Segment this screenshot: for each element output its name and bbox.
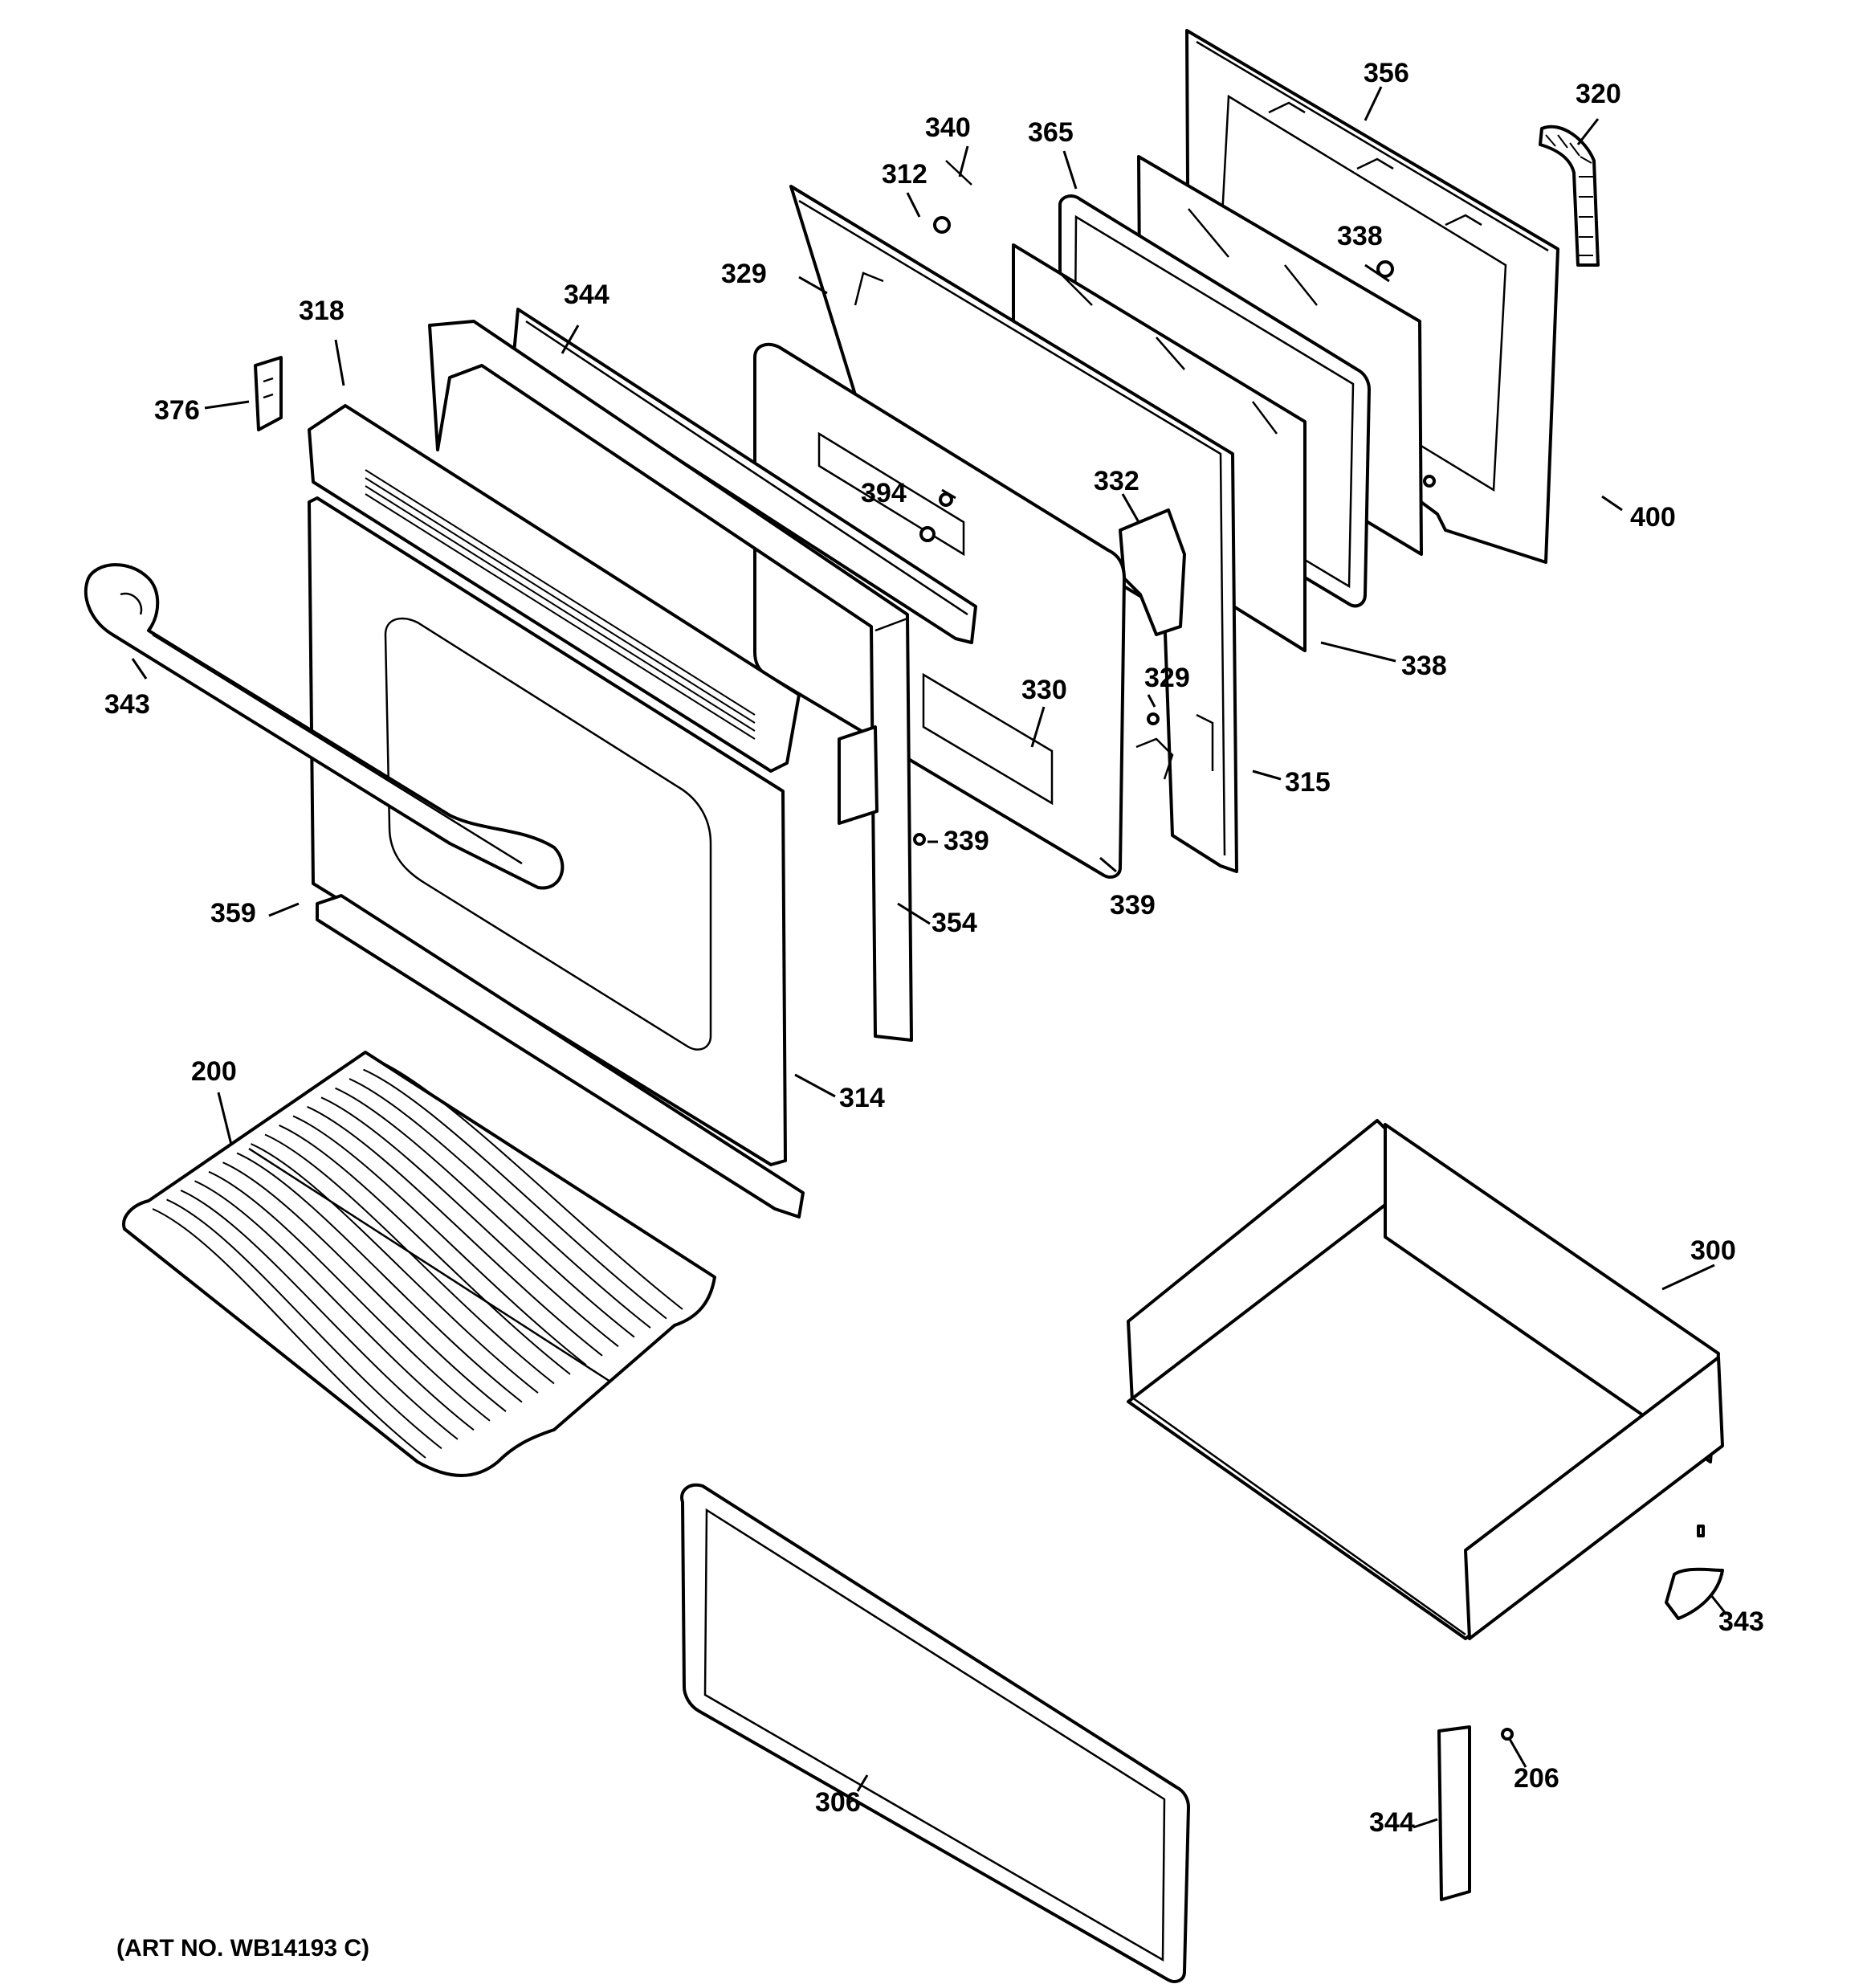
door-top-trim-drawing [308,404,801,773]
part-label-356: 338 [1337,221,1383,251]
drawer-glide-drawing [1665,1525,1724,1620]
part-label-394: 354 [932,908,977,938]
part-label-441: 376 [154,395,200,426]
part-label-376: 344 [564,280,609,310]
latch-keeper-drawing [254,356,283,431]
part-label-300: 300 [1690,1235,1736,1266]
part-label-343: 343 [1718,1606,1764,1637]
door-handle-drawing [84,563,565,890]
part-label-312: 312 [882,159,927,190]
part-label-400: 365 [1028,117,1074,148]
drawer-body-drawing [1127,1119,1724,1640]
door-frame-drawing [428,320,913,1042]
part-label-721: 400 [1630,502,1676,533]
part-label-359: 359 [210,898,256,929]
oven-rack-drawing [122,1051,716,1477]
art-number: (ART NO. WB14193 C) [116,1935,369,1961]
part-label-338: 338 [1401,651,1447,681]
top-channel-drawing [512,308,977,644]
part-label-344: 344 [1369,1807,1415,1838]
door-gasket-drawing [1539,125,1600,267]
part-label-206: 206 [1514,1763,1559,1794]
leader-lines [131,86,1728,1829]
part-label-329: 329 [1144,663,1190,693]
insulation-drawing [1119,508,1186,636]
part-label-317: 318 [299,296,344,326]
part-label-461: 394 [861,478,907,508]
part-label-306: 306 [815,1787,861,1818]
part-label-315: 315 [1285,767,1331,798]
part-label-320: 329 [721,259,767,289]
part-label-314: 314 [839,1083,885,1113]
part-label-330: 330 [1021,675,1067,705]
drawer-front-drawing [680,1483,1190,1983]
door-bottom-trim-drawing [316,894,805,1219]
part-label-361: 340 [925,112,971,143]
part-label-332: 332 [1094,466,1139,496]
door-outer-panel-drawing [308,496,787,1166]
part-label-340: 356 [1364,58,1409,88]
part-label-200: 200 [191,1056,237,1087]
part-label-365: 343 [104,689,150,720]
part-label-339: 339 [1110,890,1156,921]
part-label-318: 320 [1576,79,1621,109]
fasteners-drawing [913,160,1514,1741]
part-label-354: 339 [944,826,989,856]
drawer-rail-drawing [1437,1725,1471,1901]
